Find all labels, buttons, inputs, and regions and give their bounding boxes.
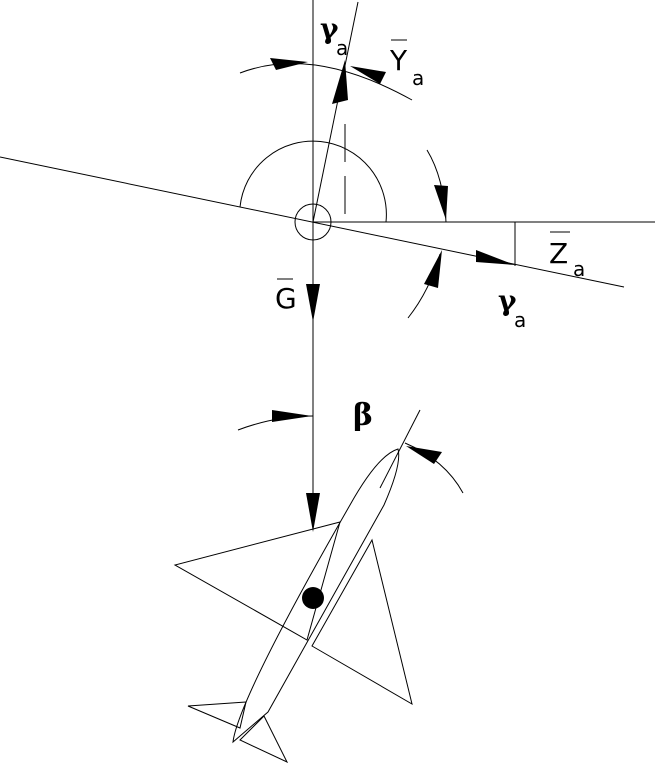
beta-symbol: β [353, 398, 373, 433]
aircraft-center-dot [302, 587, 324, 609]
aircraft-fuselage [232, 448, 400, 744]
aircraft-tail-left [187, 701, 247, 729]
z-vector-arrowhead [476, 250, 515, 265]
aircraft-tail-right [239, 715, 289, 763]
gamma-top-symbol: γ [320, 12, 339, 45]
label-z-vector: Z a [549, 231, 585, 281]
gamma-top-left-arrowhead [270, 58, 308, 70]
g-vector-lower-arrowhead [306, 493, 320, 532]
gamma-top-arc [239, 63, 413, 101]
gamma-right-subscript: a [514, 308, 526, 332]
gamma-top-subscript: a [336, 36, 348, 60]
aircraft-wing [173, 521, 341, 641]
label-g-vector: G [275, 278, 297, 315]
angle-semicircle [239, 140, 387, 223]
label-y-vector: Y a [389, 39, 424, 90]
beta-left-arrowhead [272, 410, 312, 422]
aircraft-heading-line [379, 409, 421, 489]
label-beta: β [353, 398, 373, 433]
lower-right-arc-arrowhead [424, 250, 442, 288]
z-vector-symbol: Z [549, 237, 568, 270]
label-gamma-right: γ a [498, 284, 526, 332]
g-vector-upper-arrowhead [306, 284, 320, 322]
y-vector-subscript: a [412, 66, 424, 90]
y-vector-arrowhead [332, 60, 348, 104]
lift-axis-line [312, 1, 359, 223]
gamma-right-symbol: γ [498, 284, 517, 317]
y-vector-symbol: Y [389, 44, 408, 77]
wing-line [0, 156, 625, 288]
aircraft-wing-right [311, 538, 413, 706]
beta-right-arc [404, 442, 464, 494]
beta-right-arrowhead [406, 446, 442, 464]
center-of-mass-circle [294, 203, 332, 241]
aircraft [173, 448, 413, 763]
gamma-top-right-arrowhead [350, 66, 386, 84]
upper-right-arc-arrowhead [434, 185, 448, 220]
g-vector-symbol: G [275, 282, 297, 315]
z-vector-subscript: a [573, 257, 585, 281]
label-gamma-top: γ a [320, 12, 348, 60]
